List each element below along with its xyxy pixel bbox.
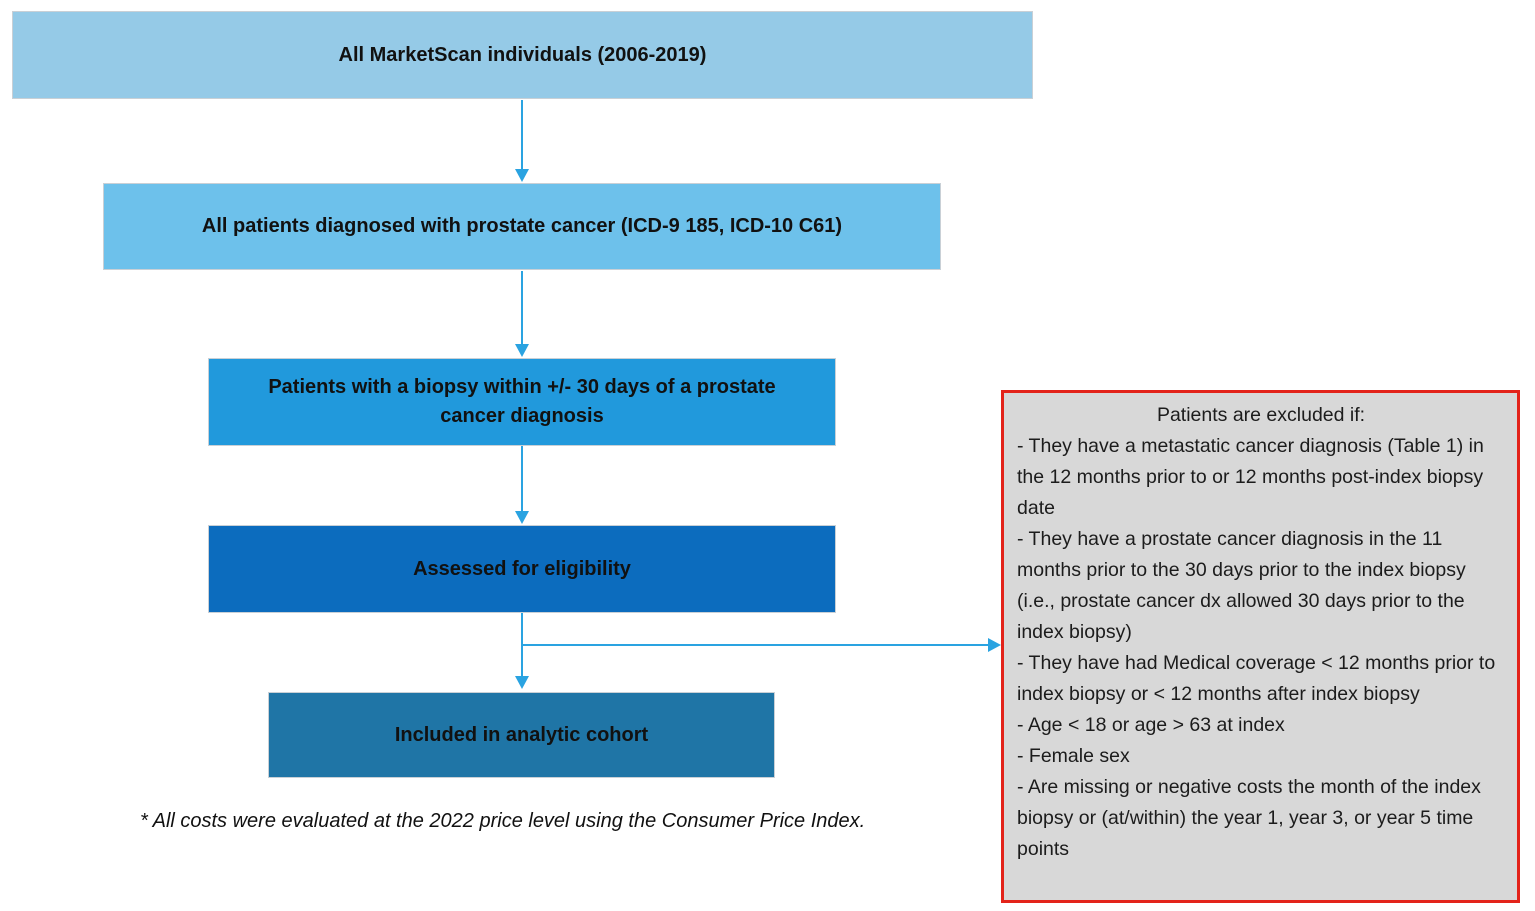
arrow-line-2	[521, 271, 523, 345]
flow-box-included-in-cohort: Included in analytic cohort	[268, 692, 775, 778]
arrow-down-icon	[515, 344, 529, 357]
exclusion-item-metastatic: - They have a metastatic cancer diagnosi…	[1017, 435, 1484, 519]
exclusion-item-prior-diagnosis: - They have a prostate cancer diagnosis …	[1017, 528, 1466, 643]
flow-box-biopsy-within-30-days: Patients with a biopsy within +/- 30 day…	[208, 358, 836, 446]
flow-box-marketscan-individuals: All MarketScan individuals (2006-2019)	[12, 11, 1033, 99]
flow-box-assessed-for-eligibility: Assessed for eligibility	[208, 525, 836, 613]
flow-box-prostate-cancer-diagnosed: All patients diagnosed with prostate can…	[103, 183, 941, 270]
arrow-down-icon	[515, 676, 529, 689]
arrow-line-3	[521, 446, 523, 512]
exclusion-item-coverage: - They have had Medical coverage < 12 mo…	[1017, 652, 1496, 705]
arrow-right-icon	[988, 638, 1001, 652]
cost-footnote: * All costs were evaluated at the 2022 p…	[140, 810, 866, 832]
arrow-branch-line	[522, 644, 988, 646]
arrow-down-icon	[515, 511, 529, 524]
exclusion-criteria-panel: Patients are excluded if: - They have a …	[1001, 390, 1520, 903]
exclusion-panel-title: Patients are excluded if:	[1156, 404, 1366, 426]
exclusion-item-missing-costs: - Are missing or negative costs the mont…	[1017, 776, 1481, 860]
arrow-line-1	[521, 100, 523, 170]
exclusion-item-female-sex: - Female sex	[1017, 745, 1130, 767]
arrow-down-icon	[515, 169, 529, 182]
exclusion-item-age: - Age < 18 or age > 63 at index	[1017, 714, 1285, 736]
